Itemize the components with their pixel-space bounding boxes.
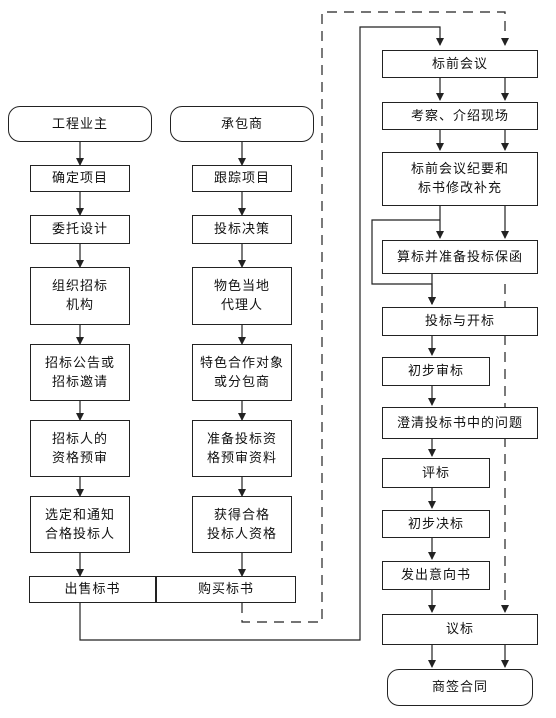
- process-negotiation: 议标: [382, 614, 538, 645]
- process-sign-contract: 商签合同: [387, 669, 533, 706]
- owner-step-confirm-project: 确定项目: [30, 165, 130, 192]
- process-letter-of-intent: 发出意向书: [382, 561, 490, 590]
- process-preliminary-review: 初步审标: [382, 357, 490, 386]
- owner-step-organize-tender: 组织招标 机构: [30, 267, 130, 325]
- contractor-step-bid-decision: 投标决策: [192, 215, 292, 244]
- process-pre-bid-meeting: 标前会议: [382, 50, 538, 78]
- owner-solid-link: [79, 26, 444, 641]
- process-estimate-bond: 算标并准备投标保函: [382, 240, 538, 274]
- process-preliminary-award: 初步决标: [382, 510, 490, 538]
- owner-step-notify-bidders: 选定和通知 合格投标人: [30, 496, 130, 553]
- owner-step-prequalification: 招标人的 资格预审: [30, 420, 130, 477]
- contractor-title: 承包商: [170, 106, 314, 142]
- process-meeting-minutes: 标前会议纪要和 标书修改补充: [382, 152, 538, 206]
- owner-step-tender-notice: 招标公告或 招标邀请: [30, 344, 130, 401]
- sell-tender-docs: 出售标书: [29, 576, 156, 603]
- process-bid-opening: 投标与开标: [382, 307, 538, 336]
- contractor-step-track-project: 跟踪项目: [192, 165, 292, 192]
- contractor-step-qualified: 获得合格 投标人资格: [192, 496, 292, 553]
- contractor-step-prequal-docs: 准备投标资 格预审资料: [192, 420, 292, 477]
- process-site-visit: 考察、介绍现场: [382, 102, 538, 130]
- owner-step-commission-design: 委托设计: [30, 215, 130, 244]
- process-clarification: 澄清投标书中的问题: [382, 407, 538, 439]
- contractor-step-local-agent: 物色当地 代理人: [192, 267, 292, 325]
- buy-tender-docs: 购买标书: [156, 576, 296, 603]
- owner-title: 工程业主: [8, 106, 152, 142]
- contractor-step-partners: 特色合作对象 或分包商: [192, 344, 292, 401]
- process-evaluation: 评标: [382, 458, 490, 488]
